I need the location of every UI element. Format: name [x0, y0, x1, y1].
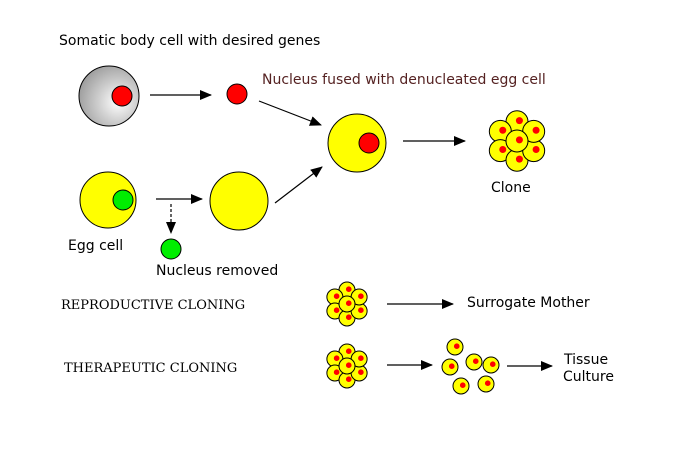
nucleus-removed-label: Nucleus removed — [156, 263, 278, 279]
cell-nucleus — [333, 355, 340, 362]
denucleated-egg — [209, 171, 269, 231]
therapeutic-cloning-label: THERAPEUTIC CLONING — [64, 361, 237, 376]
cell-nucleus — [472, 358, 479, 365]
cell-nucleus — [499, 146, 507, 154]
cell-nucleus — [515, 136, 523, 144]
cell-nucleus — [345, 348, 352, 355]
egg-cell-label: Egg cell — [68, 238, 123, 254]
fused-label: Nucleus fused with denucleated egg cell — [262, 72, 546, 88]
cell-nucleus — [358, 307, 364, 314]
cell-nucleus — [459, 382, 466, 389]
cell-nucleus — [532, 146, 540, 154]
clone-cluster — [488, 110, 546, 172]
cell-nucleus — [489, 361, 496, 368]
reproductive-cluster — [326, 281, 368, 327]
surrogate-mother-label: Surrogate Mother — [467, 295, 590, 311]
cell-nucleus — [358, 355, 364, 362]
culture-label: Culture — [563, 369, 614, 385]
cell-nucleus — [484, 380, 491, 387]
cell-nucleus — [499, 126, 507, 134]
arrow-nucleus-to-fused — [258, 100, 322, 126]
egg-cell — [79, 171, 137, 229]
cell-nucleus — [333, 307, 340, 314]
cell-nucleus — [333, 369, 340, 376]
somatic-cell — [78, 65, 140, 127]
cell-nucleus — [448, 363, 455, 370]
cell-nucleus — [515, 117, 523, 125]
cell-nucleus — [515, 155, 523, 163]
arrow-denucleated-to-fused — [274, 166, 323, 204]
fused-cell — [327, 113, 387, 173]
somatic-nucleus — [111, 85, 133, 107]
fused-nucleus — [358, 132, 380, 154]
clone-label: Clone — [491, 180, 531, 196]
cell-nucleus — [345, 362, 352, 369]
egg-nucleus — [112, 189, 134, 211]
somatic-cell-label: Somatic body cell with desired genes — [59, 33, 320, 49]
cell-nucleus — [345, 286, 352, 293]
therapeutic-cluster — [326, 343, 368, 389]
extracted-nucleus — [226, 83, 248, 105]
cell-nucleus — [345, 300, 352, 307]
cell-nucleus — [532, 126, 540, 134]
cell-nucleus — [358, 293, 364, 300]
tissue-label: Tissue — [563, 352, 608, 368]
cell-nucleus — [358, 369, 364, 376]
removed-nucleus — [160, 238, 182, 260]
reproductive-cloning-label: REPRODUCTIVE CLONING — [61, 298, 245, 313]
cell-nucleus — [333, 293, 340, 300]
cell-nucleus — [453, 343, 460, 350]
cell-nucleus — [345, 376, 352, 383]
dispersed-cells — [441, 338, 500, 395]
cell-nucleus — [345, 314, 352, 321]
